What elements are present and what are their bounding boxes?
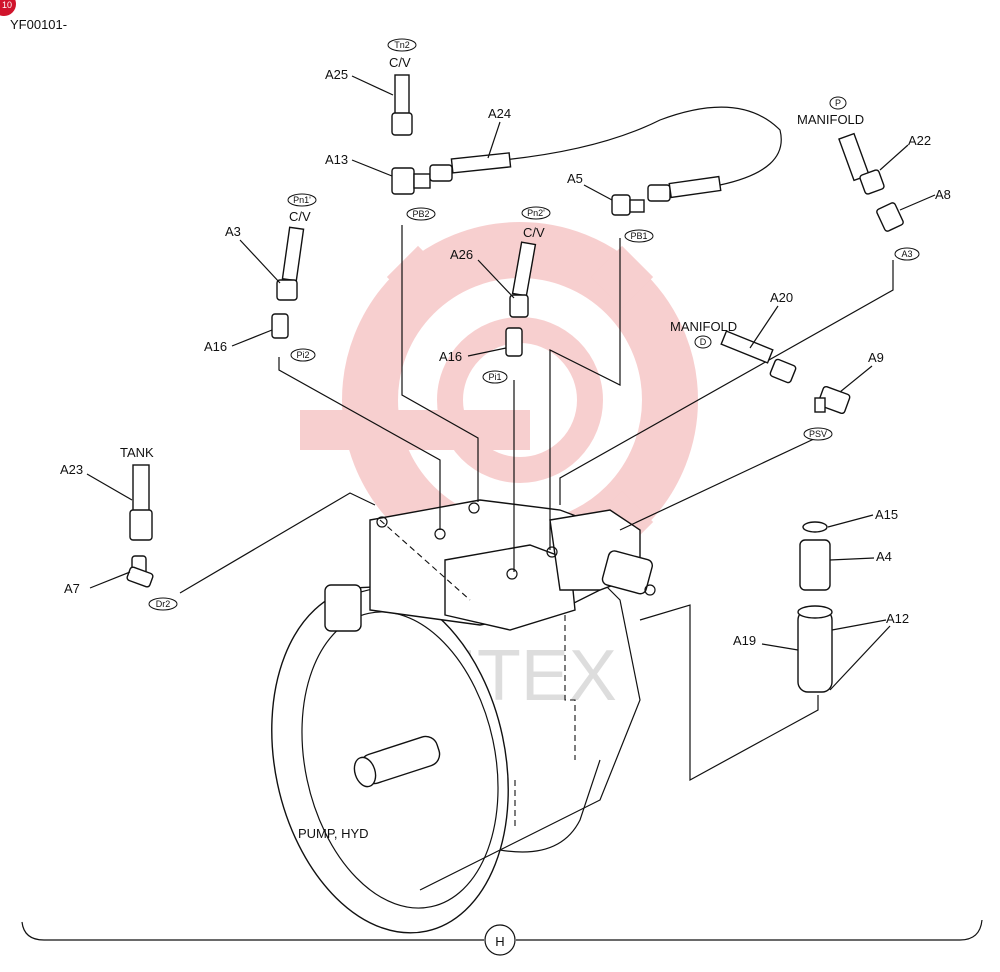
port-tag-pn1 xyxy=(287,193,317,207)
cv-label-3: C/V xyxy=(523,225,545,240)
port-tag-pb2-text: PB2 xyxy=(412,209,429,219)
port-tag-pi2 xyxy=(290,348,316,362)
hose-a24 xyxy=(450,152,512,174)
port-tag-p xyxy=(829,96,847,110)
callout-a20: A20 xyxy=(770,290,793,305)
hose-a23 xyxy=(132,464,150,514)
fitting-a3 xyxy=(276,279,298,301)
section-label: H xyxy=(495,934,504,949)
port-tag-pn1-text: Pn1' xyxy=(293,195,311,205)
callout-a9: A9 xyxy=(868,350,884,365)
port-tag-pi2-text: Pi2 xyxy=(296,350,309,360)
corner-badge xyxy=(0,0,16,16)
fitting-a13 xyxy=(391,167,415,195)
fitting-a26 xyxy=(509,294,529,318)
port-tag-pn2 xyxy=(521,206,551,220)
port-tag-pb2 xyxy=(406,207,436,221)
callout-a23: A23 xyxy=(60,462,83,477)
filter-a19 xyxy=(797,609,833,693)
port-tag-p-text: P xyxy=(835,98,841,108)
port-tag-psv-text: PSV xyxy=(809,429,827,439)
callout-a12: A12 xyxy=(886,611,909,626)
port-tag-tn2-text: Tn2 xyxy=(394,40,410,50)
callout-a24: A24 xyxy=(488,106,511,121)
hose-a25 xyxy=(394,74,410,116)
callout-a15: A15 xyxy=(875,507,898,522)
port-tag-tn2 xyxy=(387,38,417,52)
fitting-a23 xyxy=(129,509,153,541)
hose-a20 xyxy=(720,330,774,364)
port-tag-pb1 xyxy=(624,229,654,243)
port-tag-pi1 xyxy=(482,370,508,384)
cv-label-1: C/V xyxy=(389,55,411,70)
port-tag-a3-text: A3 xyxy=(901,249,912,259)
callout-a8: A8 xyxy=(935,187,951,202)
fitting-a25 xyxy=(391,112,413,136)
oring-a15 xyxy=(802,521,828,533)
fitting-a9 xyxy=(817,385,851,415)
fitting-a5 xyxy=(611,194,631,216)
fitting-a4 xyxy=(799,539,831,591)
fitting-a24 xyxy=(429,164,453,182)
port-tag-psv xyxy=(803,427,833,441)
callout-a7: A7 xyxy=(64,581,80,596)
port-tag-pn2-text: Pn2' xyxy=(527,208,545,218)
callout-a13: A13 xyxy=(325,152,348,167)
port-tag-d xyxy=(694,335,712,349)
callout-a19: A19 xyxy=(733,633,756,648)
callout-a22: A22 xyxy=(908,133,931,148)
pump-label: PUMP, HYD xyxy=(298,826,369,841)
port-tag-d-text: D xyxy=(700,337,707,347)
callout-a3: A3 xyxy=(225,224,241,239)
port-tag-dr2 xyxy=(148,597,178,611)
manifold-label-1: MANIFOLD xyxy=(797,112,864,127)
section-bracket xyxy=(21,919,983,956)
callout-a16-center: A16 xyxy=(439,349,462,364)
drawing-code: YF00101- xyxy=(10,17,67,32)
fitting-a16-left xyxy=(271,313,289,339)
port-tag-pi1-text: Pi1 xyxy=(488,372,501,382)
pump-assembly xyxy=(271,499,656,934)
port-tag-a3 xyxy=(894,247,920,261)
corner-badge-text: 10 xyxy=(2,0,12,10)
fitting-a8 xyxy=(876,202,904,232)
port-tag-dr2-text: Dr2 xyxy=(156,599,171,609)
manifold-label-2: MANIFOLD xyxy=(670,319,737,334)
cv-label-2: C/V xyxy=(289,209,311,224)
callout-a26: A26 xyxy=(450,247,473,262)
hose-a3 xyxy=(281,226,305,282)
callout-a16-left: A16 xyxy=(204,339,227,354)
fitting-a16-center xyxy=(505,327,523,357)
tank-label: TANK xyxy=(120,445,154,460)
callout-a5: A5 xyxy=(567,171,583,186)
callout-a4: A4 xyxy=(876,549,892,564)
hose-routing-lines xyxy=(179,106,894,782)
callout-a25: A25 xyxy=(325,67,348,82)
port-tag-pb1-text: PB1 xyxy=(630,231,647,241)
